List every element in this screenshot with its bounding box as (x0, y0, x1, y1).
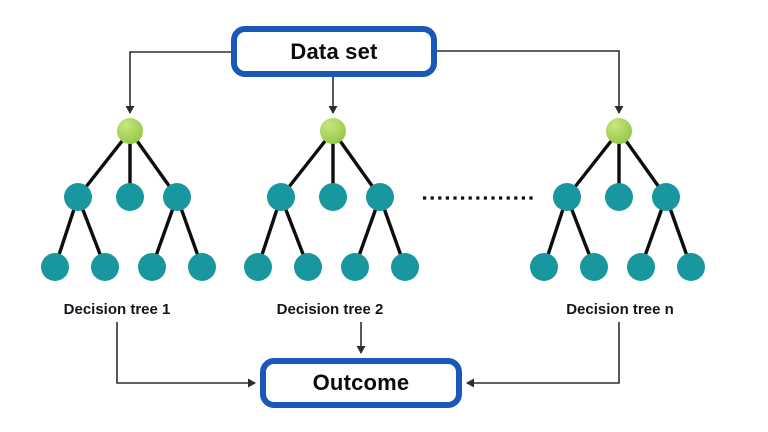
tree-node (267, 183, 295, 211)
tree-node (530, 253, 558, 281)
tree-node (366, 183, 394, 211)
tree-node (116, 183, 144, 211)
tree-edge (565, 129, 621, 199)
outcome-box-label: Outcome (312, 370, 410, 395)
tree-root-node (320, 118, 346, 144)
tree-node (64, 183, 92, 211)
tree-node (138, 253, 166, 281)
tree-label-n: Decision tree n (566, 301, 674, 318)
tree-node (391, 253, 419, 281)
arrow-dataset-to-tree1 (125, 51, 231, 114)
dataset-box-label: Data set (290, 38, 378, 64)
decision-tree-3 (530, 118, 705, 281)
tree-node (580, 253, 608, 281)
tree-root-node (606, 118, 632, 144)
tree-node (163, 183, 191, 211)
tree-node (244, 253, 272, 281)
dataset-box: Data set (231, 26, 437, 77)
tree-edge (279, 129, 335, 199)
decision-tree-2 (244, 118, 419, 281)
tree-node (627, 253, 655, 281)
arrow-treen-to-outcome (466, 322, 620, 388)
decision-tree-1 (41, 118, 216, 281)
tree-node (553, 183, 581, 211)
tree-node (652, 183, 680, 211)
tree-node (188, 253, 216, 281)
tree-node (677, 253, 705, 281)
tree-edge (76, 129, 132, 199)
tree-label-1: Decision tree 1 (63, 301, 171, 318)
tree-node (341, 253, 369, 281)
outcome-box: Outcome (260, 358, 462, 408)
tree-node (605, 183, 633, 211)
arrow-tree1-to-outcome (116, 322, 256, 388)
tree-node (91, 253, 119, 281)
tree-label-2: Decision tree 2 (276, 301, 384, 318)
arrow-dataset-to-treen (437, 50, 624, 114)
tree-node (319, 183, 347, 211)
tree-node (41, 253, 69, 281)
tree-root-node (117, 118, 143, 144)
tree-node (294, 253, 322, 281)
